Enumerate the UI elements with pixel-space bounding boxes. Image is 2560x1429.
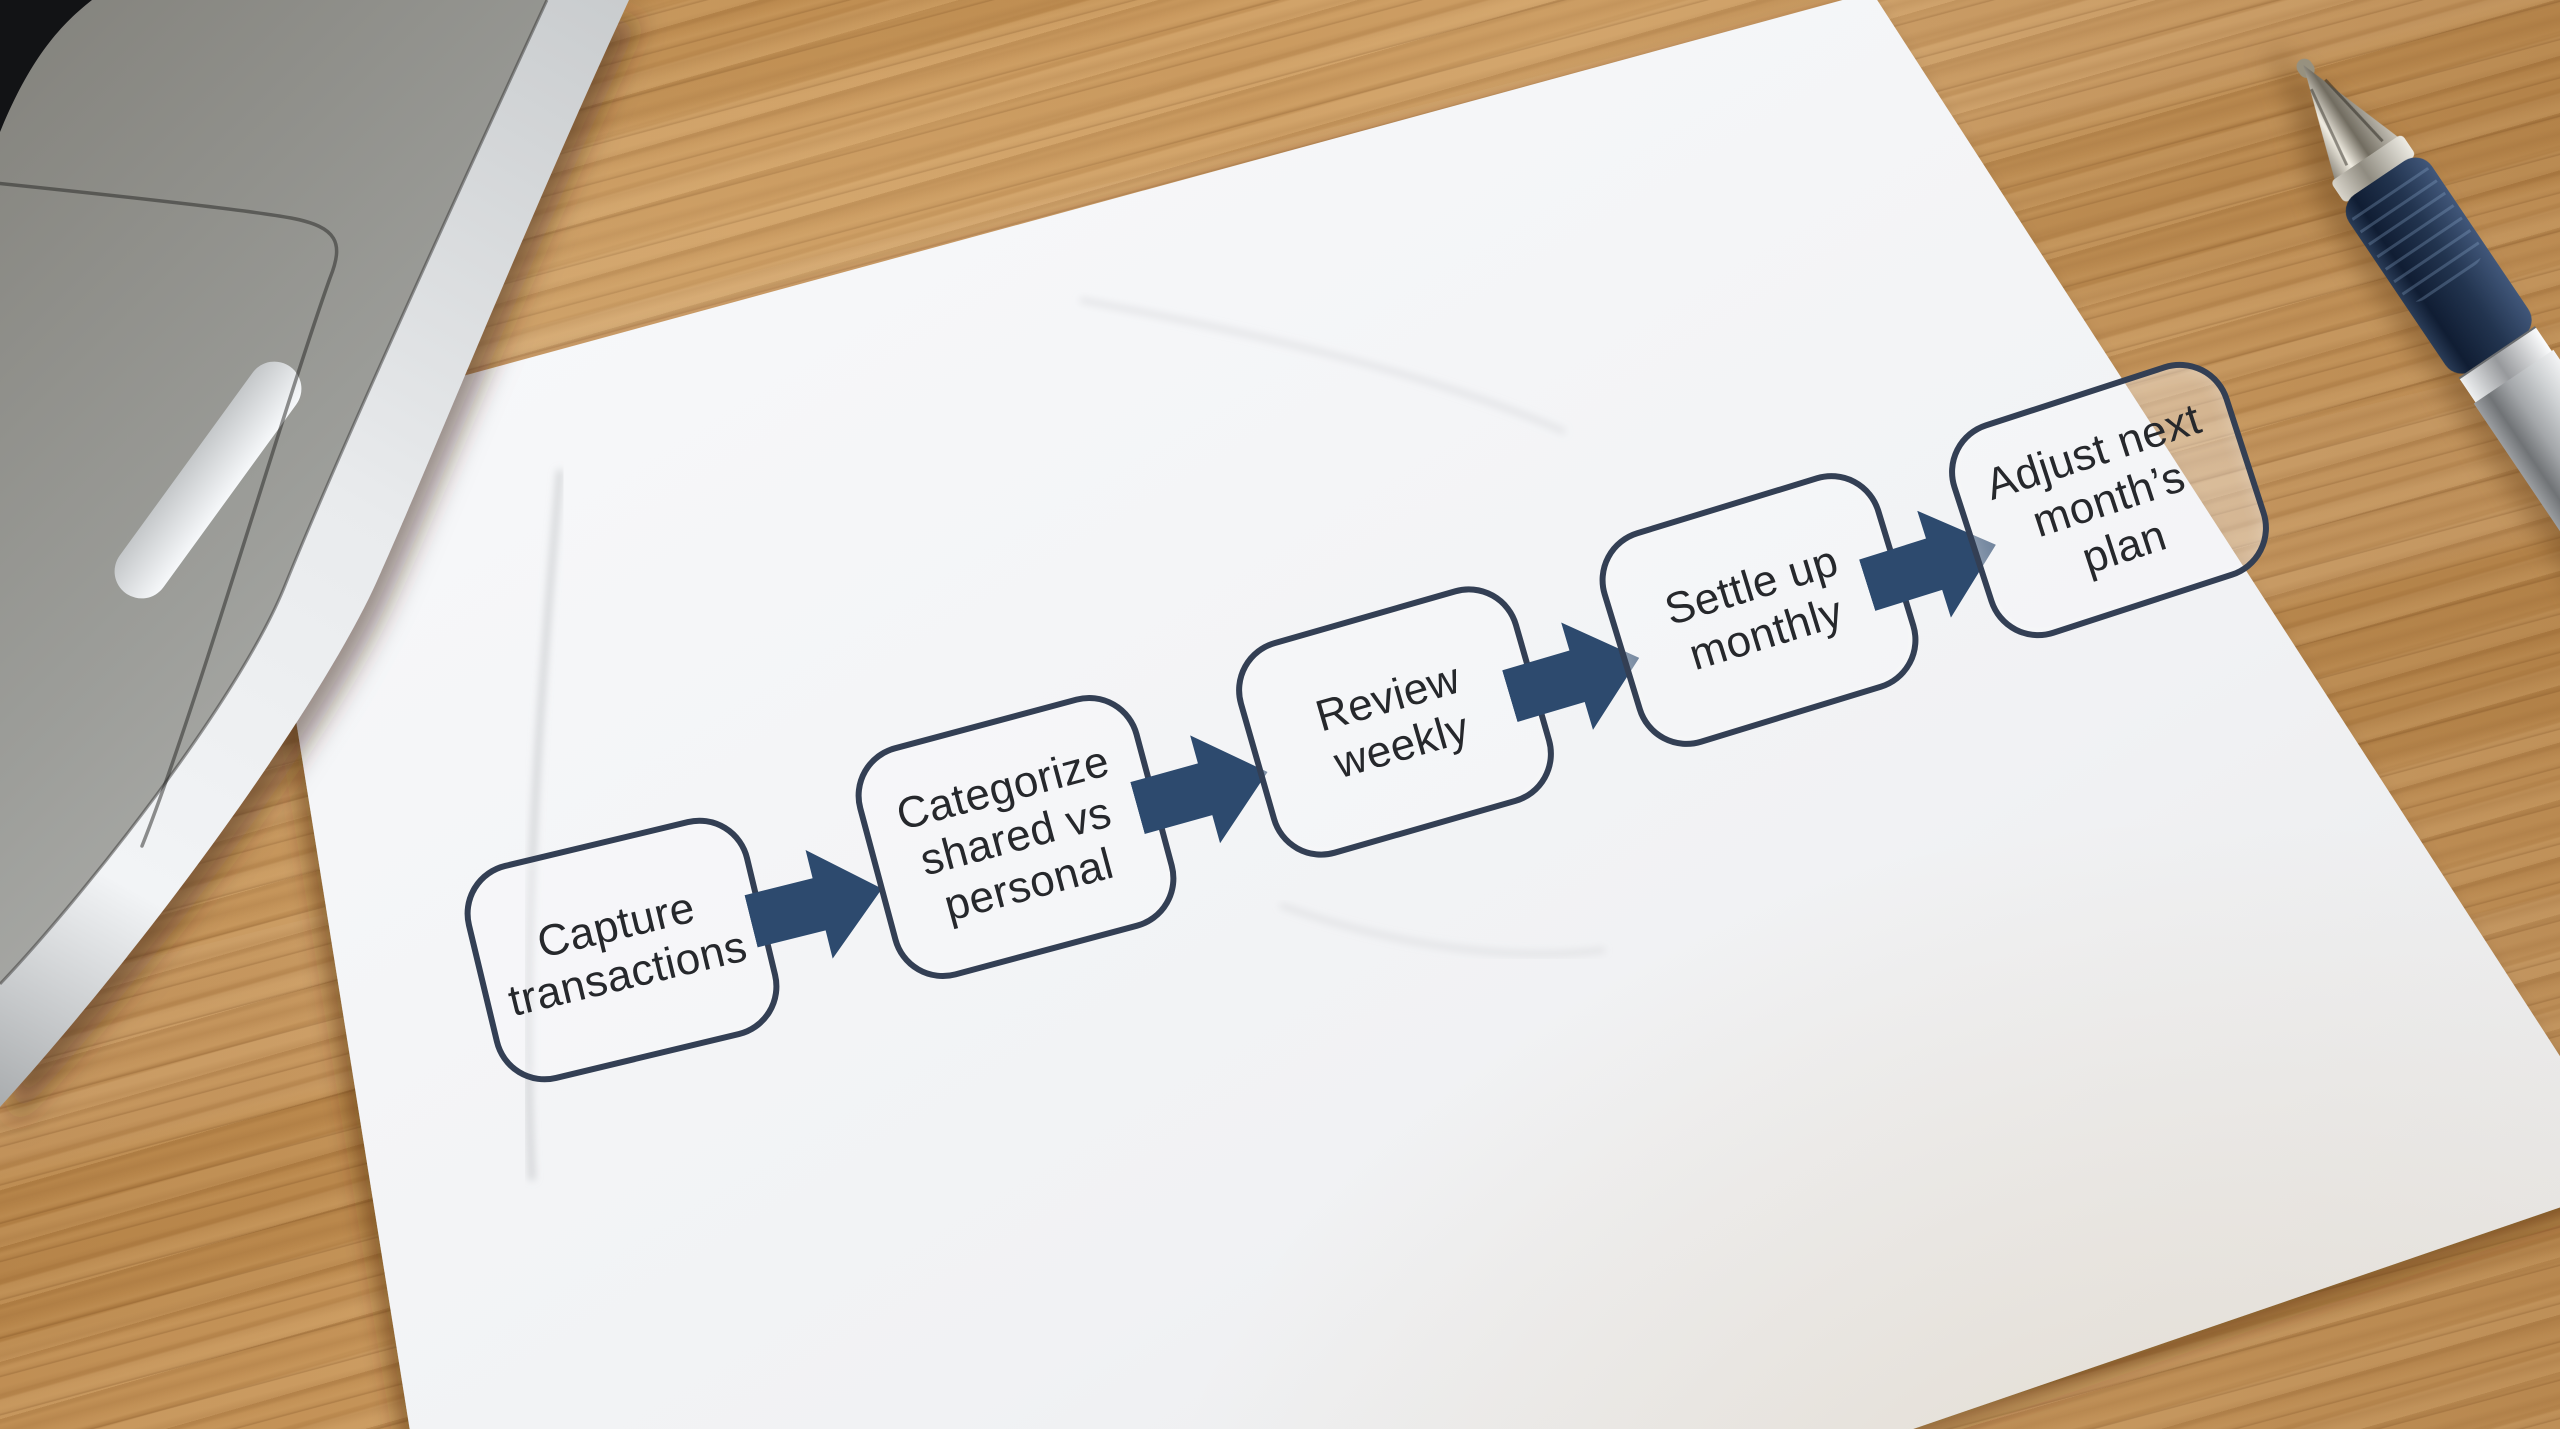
laptop-body — [0, 0, 547, 984]
paper-warm-reflection — [250, 0, 2560, 1429]
flow-step-label: Adjust next month’s plan — [1979, 394, 2208, 584]
flow-step-label: Review weekly — [1310, 653, 1475, 789]
paper-crease — [1279, 902, 1606, 957]
flow-step-review-weekly: Review weekly — [1223, 574, 1567, 870]
laptop-edge-seam — [0, 0, 549, 986]
paper-crease — [1079, 297, 1567, 435]
laptop-thumb-scoop — [114, 361, 302, 599]
flow-step-label: Categorize shared vs personal — [891, 736, 1119, 931]
flow-step-categorize-shared-vs-personal: Categorize shared vs personal — [843, 683, 1189, 991]
flow-step-adjust-next-months-plan: Adjust next month’s plan — [1935, 348, 2283, 652]
flow-step-capture-transactions: Capture transactions — [453, 807, 791, 1093]
paper-crease — [525, 469, 563, 1181]
flow-step-settle-up-monthly: Settle up monthly — [1586, 460, 1932, 760]
flow-step-label: Settle up monthly — [1659, 536, 1849, 680]
laptop-trackpad-line — [0, 181, 339, 848]
laptop-edge — [0, 0, 629, 1107]
laptop-corner-foot — [0, 0, 92, 132]
flow-step-label: Capture transactions — [503, 882, 752, 1027]
